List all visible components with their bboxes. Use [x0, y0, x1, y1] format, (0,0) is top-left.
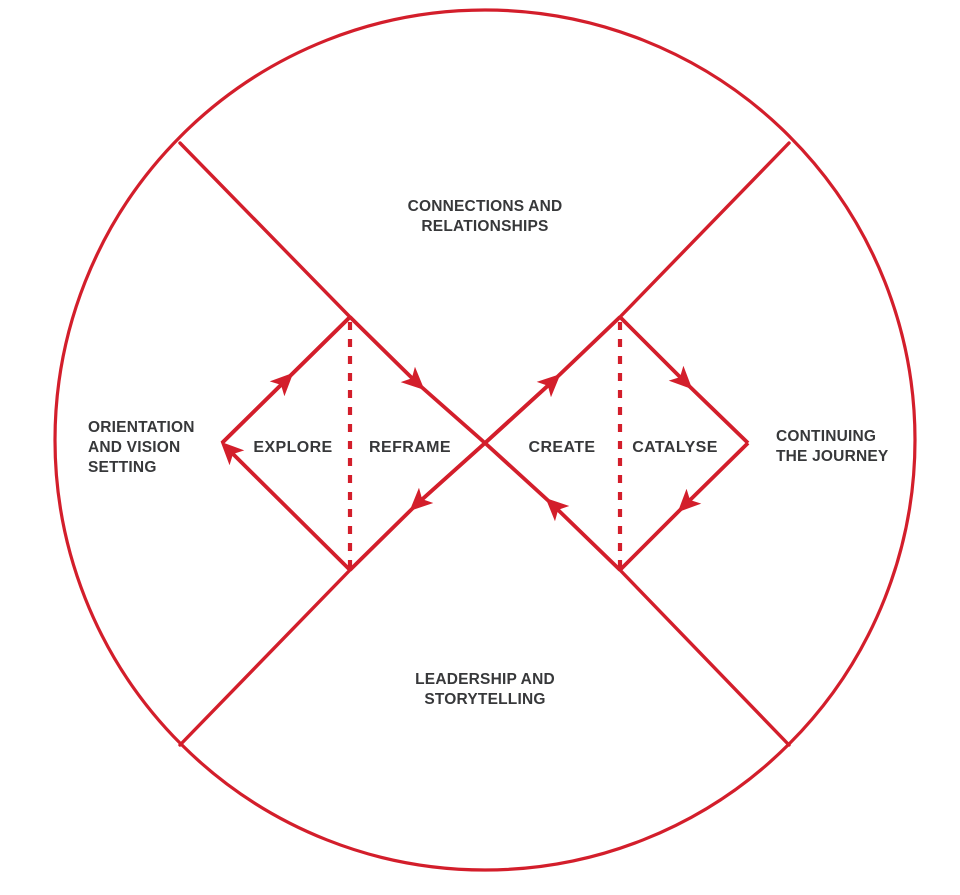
- arrow-reframe-upper-path: [348, 315, 487, 445]
- arrow-explore-upper-path: [220, 315, 352, 445]
- arrow-centre-to-sw: [415, 441, 487, 506]
- label-leadership-and-storytelling: LEADERSHIP AND STORYTELLING: [415, 671, 555, 708]
- stage-label-explore: EXPLORE: [253, 439, 333, 456]
- diagonal-sw-segment: [178, 568, 352, 747]
- label-orientation-and-vision-setting: ORIENTATION AND VISION SETTING: [88, 419, 195, 476]
- arrow-create-lower-path: [483, 441, 622, 572]
- stage-label-create: CREATE: [528, 439, 596, 456]
- outer-circle: [53, 8, 917, 872]
- centre-cross-arrows: [415, 379, 555, 506]
- arrow-catalyse-lower-path: [618, 441, 750, 572]
- label-connections-and-relationships: CONNECTIONS AND RELATIONSHIPS: [407, 198, 563, 235]
- diagonal-se-segment: [618, 568, 791, 747]
- diagonal-ne-segment: [618, 141, 791, 319]
- label-continuing-the-journey: CONTINUING THE JOURNEY: [776, 428, 889, 465]
- arrow-explore-up: [220, 441, 352, 572]
- stage-label-reframe: REFRAME: [369, 439, 451, 456]
- arrow-centre-to-ne: [483, 379, 555, 445]
- quadrant-diagonals: [178, 141, 791, 747]
- stage-label-catalyse: CATALYSE: [632, 439, 718, 456]
- diagonal-nw-segment: [178, 141, 352, 319]
- arrow-catalyse-upper-path: [618, 315, 750, 445]
